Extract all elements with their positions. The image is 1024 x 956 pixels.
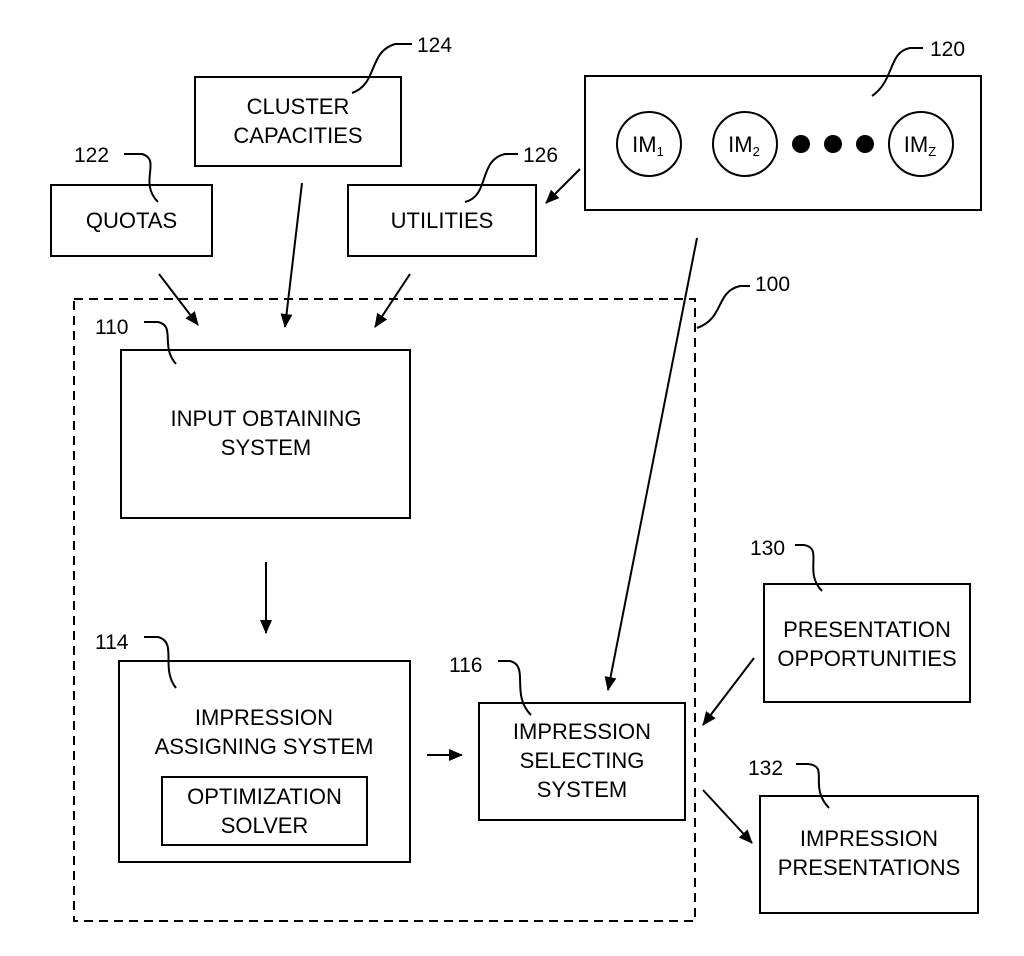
cluster-capacities-label-line-2: CAPACITIES xyxy=(233,123,362,148)
optimization-solver-label-line-2: SOLVER xyxy=(221,813,309,838)
ref-132: 132 xyxy=(748,757,783,780)
ref-122: 122 xyxy=(74,144,109,167)
impression-selecting-label-line-3: SYSTEM xyxy=(537,777,627,802)
impression-mechanism-2: IM2 xyxy=(713,112,777,176)
imz-sub: Z xyxy=(928,144,936,159)
arrow-opportunities-to-selecting xyxy=(703,658,754,725)
arrow-capacities-to-input xyxy=(285,183,302,327)
impression-selecting-label-line-1: IMPRESSION xyxy=(513,719,651,744)
impression-selecting-label-line-2: SELECTING xyxy=(520,748,645,773)
ref-124: 124 xyxy=(417,34,452,57)
arrow-mechanisms-to-selecting xyxy=(608,238,697,690)
ref-110: 110 xyxy=(95,316,128,339)
im2-base: IM xyxy=(728,132,752,157)
arrow-mechanisms-to-utilities xyxy=(546,169,580,203)
impression-assigning-label-line-2: ASSIGNING SYSTEM xyxy=(155,734,374,759)
presentation-opportunities-label-line-1: PRESENTATION xyxy=(783,617,951,642)
presentation-opportunities-box xyxy=(764,584,970,702)
impression-presentations-label-line-2: PRESENTATIONS xyxy=(778,855,961,880)
cluster-capacities-box xyxy=(195,77,401,166)
im1-base: IM xyxy=(632,132,656,157)
ellipsis-dots xyxy=(792,135,874,153)
ref-leader-100 xyxy=(697,286,750,328)
impression-assigning-label-line-1: IMPRESSION xyxy=(195,705,333,730)
arrow-selecting-to-presentations xyxy=(703,790,752,843)
quotas-label-line-1: QUOTAS xyxy=(86,208,177,233)
ref-130: 130 xyxy=(750,537,785,560)
impression-presentations-label-line-1: IMPRESSION xyxy=(800,826,938,851)
arrow-utilities-to-input xyxy=(375,274,410,327)
im1-sub: 1 xyxy=(657,144,664,159)
cluster-capacities-label-line-1: CLUSTER xyxy=(247,94,350,119)
optimization-solver-label-line-1: OPTIMIZATION xyxy=(187,784,342,809)
input-obtaining-system-box xyxy=(121,350,410,518)
ref-120: 120 xyxy=(930,38,965,61)
input-obtaining-label-line-2: SYSTEM xyxy=(221,435,311,460)
presentation-opportunities-label-line-2: OPPORTUNITIES xyxy=(777,646,956,671)
im2-sub: 2 xyxy=(753,144,760,159)
ref-116: 116 xyxy=(449,654,482,677)
imz-base: IM xyxy=(904,132,928,157)
ref-100: 100 xyxy=(755,273,790,296)
ref-126: 126 xyxy=(523,144,558,167)
utilities-label-line-1: UTILITIES xyxy=(391,208,494,233)
impression-mechanism-z: IMZ xyxy=(889,112,953,176)
impression-mechanism-1: IM1 xyxy=(617,112,681,176)
input-obtaining-label-line-1: INPUT OBTAINING xyxy=(170,406,361,431)
ref-114: 114 xyxy=(95,631,129,654)
